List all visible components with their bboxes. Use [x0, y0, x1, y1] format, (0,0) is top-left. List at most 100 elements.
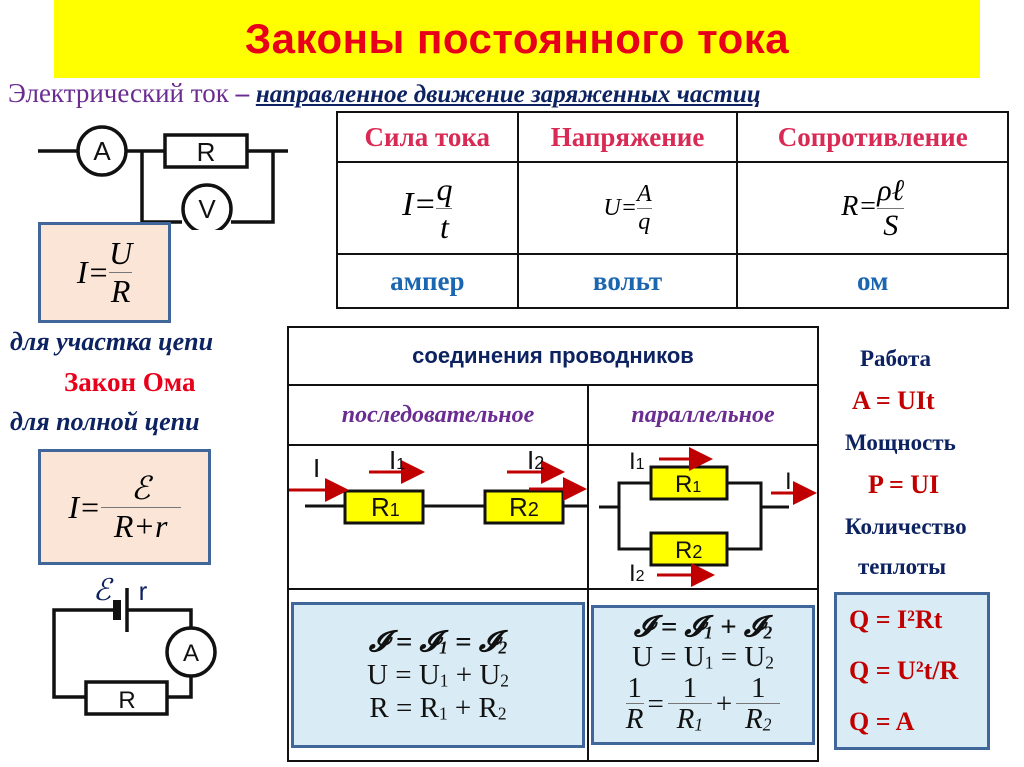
header-resistance: Сопротивление: [736, 111, 1009, 163]
heat-formulas-box: Q = I²Rt Q = U²t/R Q = A: [834, 592, 990, 750]
formula-lhs: U=: [603, 194, 637, 221]
resistor-label: R: [118, 687, 135, 714]
table-unit-row: ампер вольт ом: [336, 253, 1009, 309]
title-banner: Законы постоянного тока: [54, 0, 980, 78]
fraction: U R: [109, 235, 133, 310]
r1-label: R1: [371, 492, 400, 522]
fraction-bar: [636, 207, 652, 209]
series-current-law: 𝓘 = 𝓘1 = 𝓘2: [368, 625, 508, 658]
current-i2-label: I2: [527, 447, 544, 475]
definition: направленное движение заряженных частиц: [255, 81, 761, 108]
fraction: ℰ R+r: [100, 469, 181, 545]
internal-resistance-label: r: [139, 576, 148, 606]
numerator: A: [636, 180, 652, 207]
work-label: Работа: [860, 346, 932, 371]
r1-label: R1: [675, 471, 701, 498]
ohm-full-formula: I= ℰ R+r: [38, 449, 211, 565]
heat-label-1: Количество: [845, 514, 967, 539]
numerator: ℰ: [130, 470, 151, 506]
parallel-voltage-law: U = U1 = U2: [632, 641, 774, 674]
heat-formula-3: Q = A: [849, 706, 915, 736]
section-caption: для участка цепи: [10, 327, 214, 356]
parallel-current-law: 𝓘 = 𝓘1 + 𝓘2: [633, 611, 773, 643]
current-i1-label: I1: [629, 448, 645, 475]
series-laws-cell: 𝓘 = 𝓘1 = 𝓘2 U = U1 + U2 R = R1 + R2: [287, 588, 589, 762]
series-resistance-law: R = R1 + R2: [369, 691, 507, 724]
formula-lhs: I=: [402, 185, 437, 223]
header-current: Сила тока: [336, 111, 519, 163]
current-i-label: I: [313, 453, 320, 483]
full-circuit-caption: для полной цепи: [10, 407, 200, 436]
denominator: q: [638, 208, 651, 235]
dash: –: [235, 78, 250, 108]
parallel-diagram-cell: I1 I2 I R1 R2: [587, 444, 819, 590]
formula-lhs: I=: [76, 254, 110, 290]
resistor-r2: [649, 531, 729, 567]
parallel-circuit: I1 I2 I R1 R2: [599, 447, 817, 587]
power-formula: P = UI: [868, 470, 940, 499]
fraction-bar: [436, 207, 453, 209]
page-title: Законы постоянного тока: [244, 15, 790, 62]
series-label: последовательное: [287, 384, 589, 446]
term: Электрический ток: [8, 78, 229, 108]
heat-formula-1: Q = I²Rt: [849, 605, 943, 635]
series-circuit: I I1 I2 R1 R2: [289, 447, 587, 525]
current-i2-label: I2: [629, 560, 645, 587]
resistor-r1: [343, 489, 425, 525]
definition-line: Электрический ток – направленное движени…: [8, 78, 761, 109]
fraction-bar: [877, 207, 905, 209]
formula-lhs: I=: [68, 488, 101, 525]
unit-ohm: ом: [736, 253, 1009, 309]
connections-table: соединения проводников последовательное …: [287, 326, 819, 762]
denominator: S: [883, 208, 899, 242]
numerator: q: [436, 170, 453, 207]
ammeter-label: A: [93, 136, 111, 166]
formula-lhs: R=: [841, 190, 878, 222]
connections-title: соединения проводников: [287, 326, 819, 386]
heat-label-2: теплоты: [858, 554, 947, 579]
ohm-law-title: Закон Ома: [64, 367, 196, 397]
current-i1-label: I1: [389, 447, 405, 475]
current-i-label: I: [785, 468, 792, 495]
resistor-r2: [483, 489, 565, 525]
ammeter-voltmeter-circuit: A R V: [38, 125, 288, 230]
fraction-bar: [109, 272, 133, 273]
unit-volt: вольт: [516, 253, 739, 309]
r2-label: R2: [509, 492, 539, 522]
resistor-label: R: [197, 137, 216, 167]
denominator: t: [439, 208, 449, 245]
emf-label: ℰ: [93, 574, 114, 607]
denominator: R+r: [113, 508, 168, 544]
ohm-section-formula: I= U R: [38, 222, 171, 323]
voltmeter-label: V: [198, 194, 216, 224]
fraction-bar: [100, 507, 181, 508]
table-header-row: Сила тока Напряжение Сопротивление: [336, 111, 1009, 163]
heat-formula-2: Q = U²t/R: [849, 655, 959, 685]
series-laws-box: 𝓘 = 𝓘1 = 𝓘2 U = U1 + U2 R = R1 + R2: [291, 602, 585, 748]
series-voltage-law: U = U1 + U2: [367, 658, 509, 691]
parallel-label: параллельное: [587, 384, 819, 446]
emf-circuit: ℰ r A R: [52, 574, 217, 716]
work-formula: A = UIt: [852, 386, 935, 415]
ammeter-label: A: [183, 640, 199, 667]
header-voltage: Напряжение: [516, 111, 739, 163]
numerator: ρℓ: [877, 173, 905, 207]
series-diagram-cell: I I1 I2 R1 R2: [287, 444, 589, 590]
denominator: R: [110, 273, 131, 309]
numerator: U: [109, 235, 133, 271]
power-label: Мощность: [845, 430, 956, 455]
